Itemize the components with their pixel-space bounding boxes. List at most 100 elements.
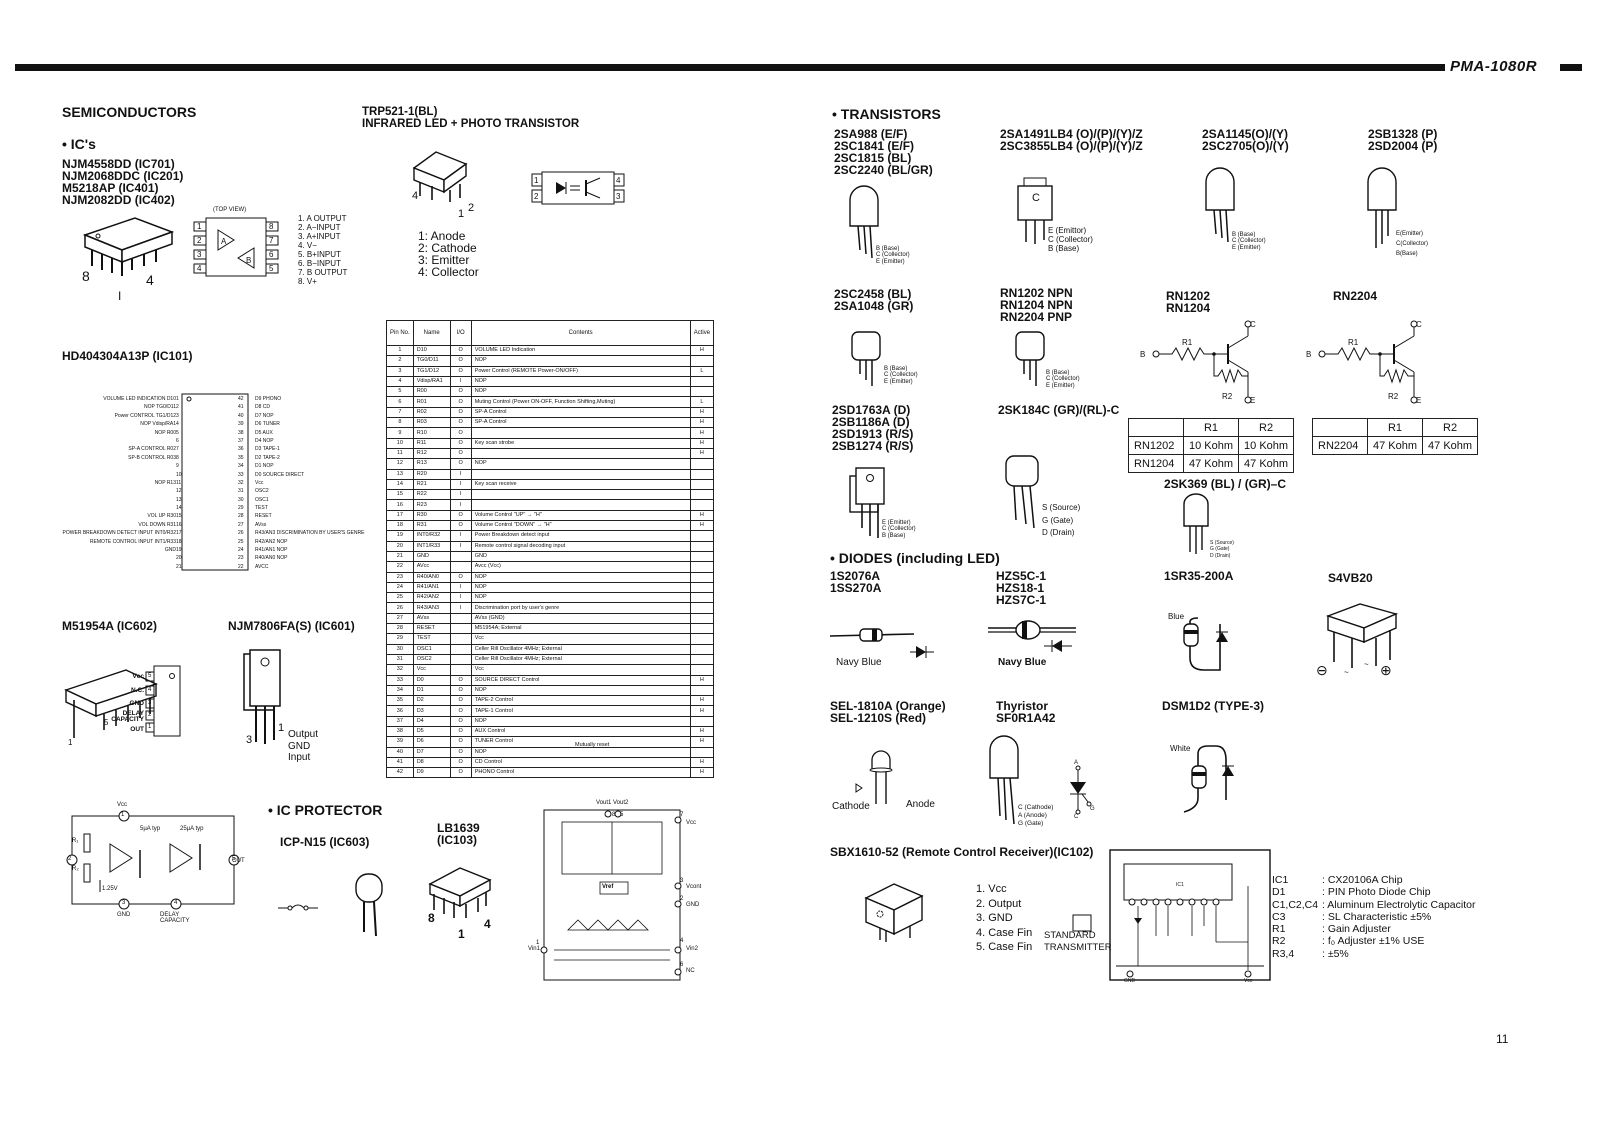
pin-table-cell: 31	[386, 653, 414, 666]
lb-blk-n4: 4	[680, 938, 684, 944]
pin-table-cell: R02	[412, 406, 451, 419]
rn2-b-label: B	[1306, 350, 1312, 359]
pin-table-cell: AVss	[412, 612, 451, 625]
pin-table-cell: H	[689, 520, 715, 532]
to92-drawing-g10	[1005, 455, 1039, 529]
pin-table-cell: H	[689, 509, 715, 522]
g5-pin-labels: B (Base)C (Collector)E (Emitter)	[884, 366, 918, 385]
pin-table-cell: 12	[386, 458, 414, 470]
pin-table-cell: 11	[386, 447, 414, 460]
section-title-diodes: • DIODES (including LED)	[830, 550, 1000, 566]
pin-table-cell: O	[449, 509, 472, 522]
lb-blk-vref: Vref	[602, 884, 614, 890]
m519-dip-1: 1	[68, 738, 73, 747]
pin-table-cell	[689, 530, 715, 542]
pin-table-cell	[470, 499, 691, 511]
g9-pin-labels: E (Emitter)C (Collector)B (Base)	[882, 520, 916, 539]
pin-table-cell	[689, 633, 715, 645]
pin-table-cell	[689, 458, 715, 470]
section-title-ics: • IC's	[62, 136, 96, 152]
pin-table-cell: NOP	[470, 375, 691, 388]
pin-table-cell: R01	[412, 396, 451, 408]
led-drawing-d5	[855, 750, 893, 804]
pin-table-cell	[470, 489, 691, 501]
pin-table-cell	[689, 478, 715, 491]
blk-delay: DELAY CAPACITY	[160, 912, 190, 925]
lb-blk-nc: NC	[686, 968, 695, 974]
pin-table-cell: NOP	[470, 458, 691, 470]
pin-table-cell: O	[449, 725, 472, 738]
pin-table-cell: AVss (GND)	[470, 612, 691, 625]
pin-table-cell: SP-A Control	[470, 406, 691, 419]
pin-table-cell: R42/AN2	[412, 592, 451, 604]
pin-table-cell: H	[689, 725, 715, 738]
m519-dip-5: 5	[104, 718, 109, 727]
pin-table-cell: M51954A; External	[470, 623, 691, 635]
m51954-block-diagram	[66, 810, 240, 910]
pin-table-cell: H	[689, 736, 715, 748]
pin-table-cell	[689, 592, 715, 604]
pin-table-cell: 42	[386, 767, 414, 779]
to92-drawing-g4	[1367, 167, 1397, 248]
rn2-e-label: E	[1416, 396, 1422, 405]
pin-table-cell: O	[449, 365, 472, 377]
pin-table-cell	[689, 612, 715, 625]
transistor-group-5: 2SC2458 (BL)2SA1048 (GR)	[834, 287, 914, 313]
pin-table-cell	[689, 561, 715, 573]
lb-blk-vcc: Vcc	[686, 820, 697, 826]
pin-table-cell: TAPE-2 Control	[470, 695, 691, 707]
pin-table-cell: 7	[386, 406, 414, 419]
pin-table-cell: O	[449, 746, 472, 758]
pin-table-cell: 15	[386, 489, 414, 501]
pin-table-cell: R31	[412, 520, 451, 532]
icp-package-drawing	[355, 873, 383, 937]
pin-table-cell: 20	[386, 540, 414, 552]
blk-out: OUT	[232, 858, 245, 864]
pin-table-cell: 17	[386, 509, 414, 522]
pin-table-cell: Volume Control "UP" → "H"	[470, 509, 691, 522]
pin-table-cell: H	[689, 406, 715, 419]
icp-symbol	[278, 904, 318, 911]
to92l-drawing-g5	[851, 331, 881, 386]
pin-table-cell: R20	[412, 468, 451, 480]
g6-pin-labels: B (Base)C (Collector)E (Emitter)	[1046, 370, 1080, 389]
g10-pin-labels: S (Source)G (Gate)D (Drain)	[1042, 503, 1081, 537]
pin-table-cell: 28	[386, 623, 414, 635]
pin-table-cell: PHONO Control	[470, 767, 691, 779]
lb1639-title: LB1639(IC103)	[437, 821, 480, 847]
sbx-int-gnd: GND	[1124, 978, 1136, 984]
d6-sym-g: G	[1090, 806, 1095, 812]
pin-table-cell: H	[689, 767, 715, 779]
pin-table-cell: NOP	[470, 571, 691, 583]
pin-table-cell: O	[449, 417, 472, 429]
pin-table-cell: I	[449, 540, 472, 552]
pin-table-cell: 32	[386, 664, 414, 676]
section-title-transistors: • TRANSISTORS	[832, 106, 941, 122]
blk-i2: 25µA typ	[180, 826, 204, 832]
pin-table-cell: VOLUME LED Indication	[470, 344, 691, 357]
d2-label: Navy Blue	[998, 657, 1047, 668]
pin-table-cell: R10	[412, 427, 451, 439]
pin-table-cell	[470, 447, 691, 460]
to92-drawing-g3	[1205, 167, 1235, 243]
